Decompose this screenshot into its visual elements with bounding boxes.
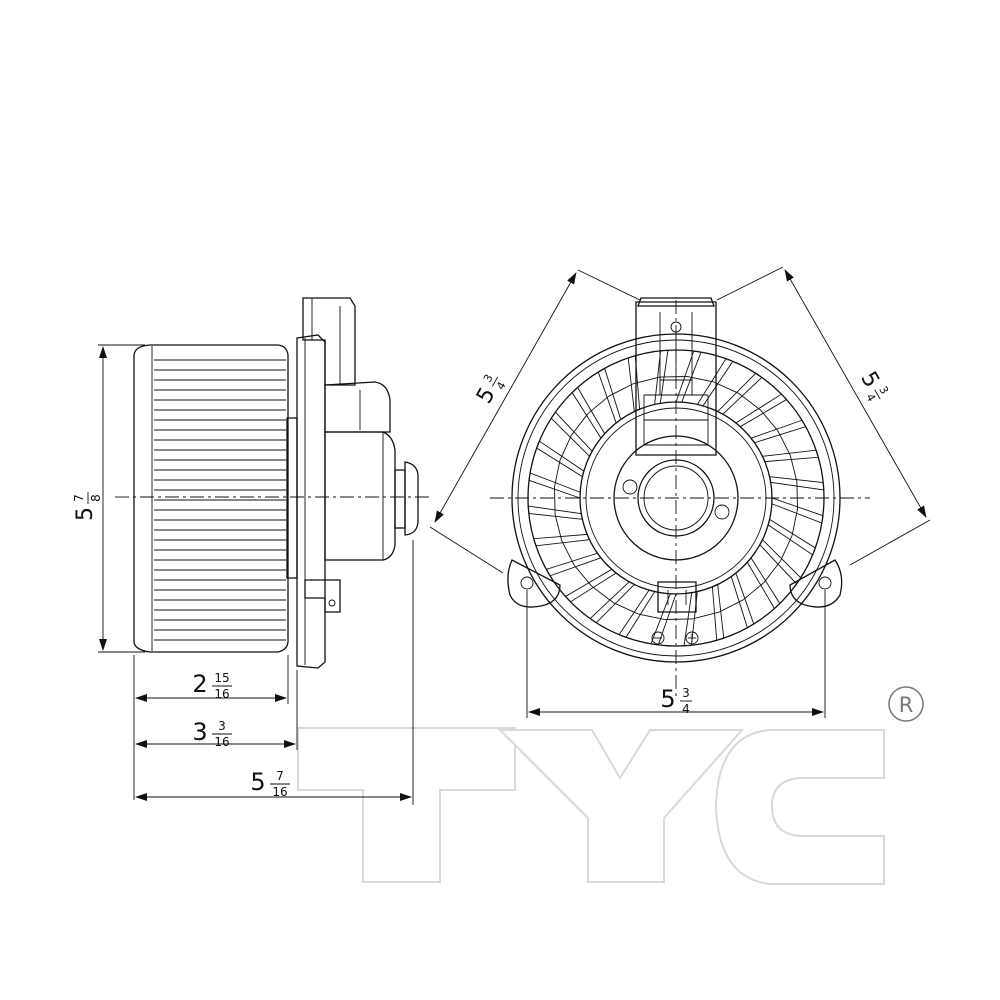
front-blade: [654, 349, 669, 405]
front-blade: [597, 367, 622, 424]
front-blade: [759, 538, 802, 585]
side-view: [115, 297, 432, 669]
svg-text:3: 3: [192, 718, 207, 746]
front-blade: [716, 372, 763, 415]
front-blade: [627, 355, 641, 413]
svg-text:8: 8: [89, 494, 103, 502]
svg-text:4: 4: [682, 702, 690, 716]
front-blade-ring-segment: [763, 560, 782, 583]
front-blade: [545, 552, 602, 577]
registered-mark-letter: R: [899, 693, 914, 717]
tyc-watermark-logo: R: [297, 686, 924, 885]
dim-label-depth-mid: 3 3 16: [192, 718, 232, 749]
svg-text:5: 5: [660, 685, 675, 713]
svg-text:16: 16: [214, 735, 229, 749]
dim-label-front-diag-left: 5 3 4: [472, 372, 509, 408]
front-blade: [650, 593, 677, 646]
front-blade-ring-segment: [692, 611, 719, 620]
front-blade-ring-segment: [718, 599, 744, 613]
front-blade: [618, 589, 656, 638]
svg-text:5: 5: [250, 768, 265, 796]
front-blade-ring-segment: [742, 581, 765, 601]
front-blade: [589, 581, 636, 624]
svg-text:7: 7: [276, 769, 284, 783]
front-blade-ring-segment: [573, 564, 593, 587]
dim-label-side-height: 5 7 8: [72, 492, 103, 521]
svg-text:7: 7: [72, 494, 86, 502]
svg-text:2: 2: [192, 670, 207, 698]
front-blade-ring-segment: [686, 376, 714, 383]
front-blade: [711, 583, 725, 641]
front-blade-ring-segment: [659, 376, 687, 378]
front-blade: [683, 591, 698, 647]
svg-text:16: 16: [272, 785, 287, 799]
front-blade-ring-segment: [759, 409, 779, 432]
svg-text:3: 3: [876, 384, 891, 397]
front-blade-ring-segment: [738, 392, 761, 411]
dimension-lines: [98, 266, 931, 805]
svg-text:4: 4: [494, 380, 509, 393]
svg-text:3: 3: [481, 372, 496, 385]
front-blade-ring-segment: [780, 535, 793, 561]
front-blade-ring-segment: [570, 413, 589, 436]
front-blade-ring-segment: [613, 602, 639, 615]
front-blade-ring-segment: [796, 481, 798, 509]
dim-label-depth-total: 5 7 16: [250, 768, 290, 799]
svg-text:3: 3: [682, 686, 690, 700]
wheel-blades: [154, 359, 286, 641]
front-view: [490, 297, 870, 700]
svg-text:5: 5: [73, 507, 98, 521]
svg-text:15: 15: [214, 671, 229, 685]
svg-text:4: 4: [863, 391, 878, 404]
front-blade-ring-segment: [587, 395, 610, 415]
front-blade: [564, 568, 617, 603]
dim-label-front-width: 5 3 4: [660, 685, 692, 716]
front-blade: [746, 557, 781, 610]
front-blade: [675, 350, 702, 403]
front-blade-ring-segment: [633, 376, 660, 385]
front-blade-ring-segment: [608, 383, 634, 397]
front-blade: [571, 386, 606, 439]
svg-text:3: 3: [218, 719, 226, 733]
svg-text:16: 16: [214, 687, 229, 701]
front-blade-ring-segment: [777, 430, 791, 456]
front-blade-ring-segment: [561, 540, 575, 566]
front-blade: [533, 533, 591, 547]
front-blade-ring-segment: [713, 381, 739, 394]
registered-mark-icon: [888, 686, 924, 722]
front-blade: [730, 572, 755, 629]
front-blade-ring-segment: [638, 613, 666, 620]
front-blade-ring-segment: [591, 585, 614, 604]
front-blade-ring-segment: [559, 435, 572, 461]
dim-label-depth-short: 2 15 16: [192, 670, 232, 701]
front-blade-ring-segment: [554, 487, 556, 515]
front-blade-ring-segment: [665, 618, 693, 620]
front-blade: [767, 518, 816, 556]
